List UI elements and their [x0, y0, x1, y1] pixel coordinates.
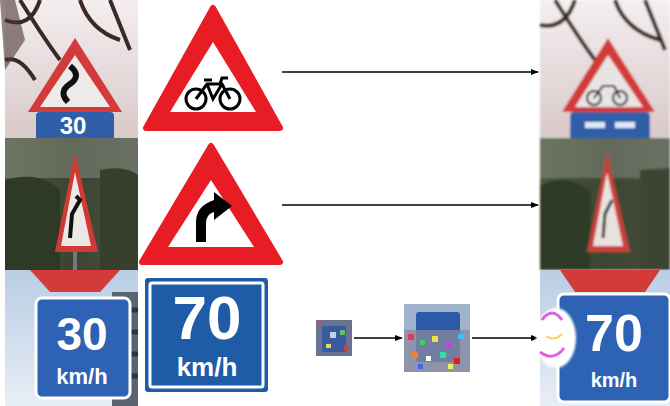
arrow	[472, 337, 538, 339]
arrow	[354, 337, 402, 339]
sign-text: km/h	[591, 370, 638, 390]
arrow	[282, 71, 538, 73]
source-photo	[0, 0, 138, 142]
sign-text: 30	[56, 311, 107, 357]
source-photo	[5, 138, 138, 270]
target-sign	[145, 278, 268, 392]
sign-text: km/h	[177, 354, 238, 380]
source-photo	[5, 270, 138, 406]
target-sign	[146, 8, 280, 128]
target-sign	[142, 146, 280, 262]
result-photo	[540, 0, 670, 142]
sign-text: 30	[60, 114, 87, 138]
result-photo	[540, 138, 670, 270]
sign-text: 70	[173, 287, 242, 349]
patched-image	[404, 304, 470, 372]
perturbation-patch	[316, 320, 352, 356]
result-photo	[536, 270, 670, 406]
sign-text: 70	[585, 307, 643, 359]
arrow	[282, 204, 538, 206]
sign-text: km/h	[56, 366, 107, 388]
